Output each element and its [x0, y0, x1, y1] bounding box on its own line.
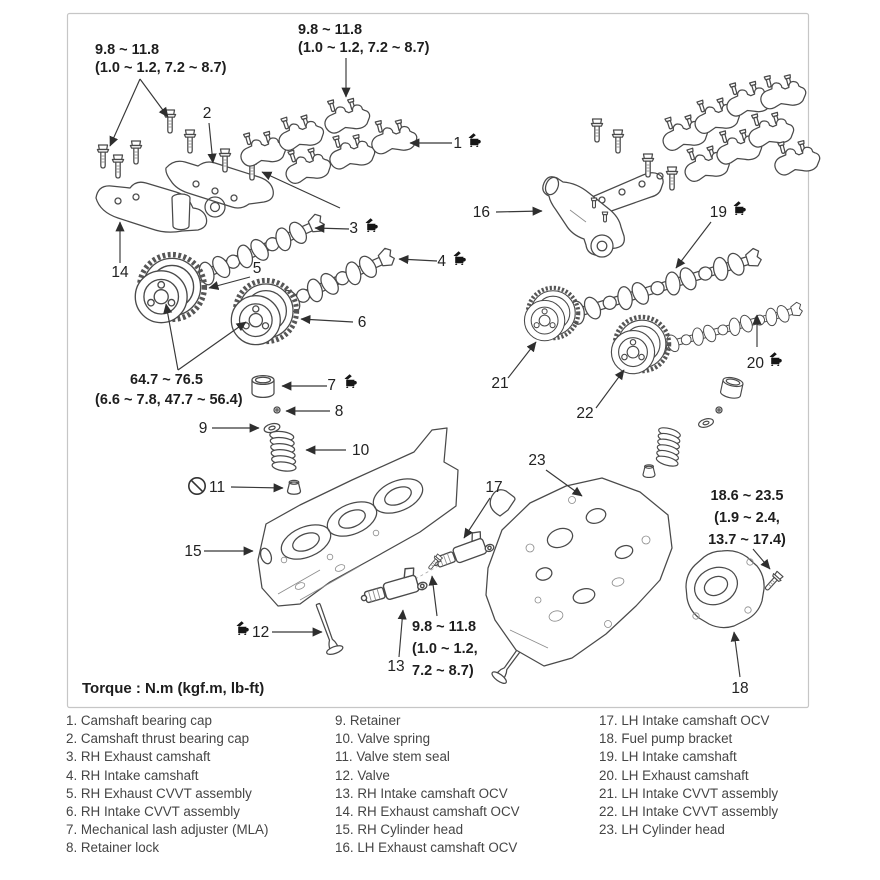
legend-column-3: 17. LH Intake camshaft OCV 18. Fuel pump … — [599, 712, 778, 839]
torque-value: (1.0 ~ 1.2, 7.2 ~ 8.7) — [298, 40, 430, 56]
part-lh-intake-cvvt-1 — [524, 288, 578, 341]
part-label-17: 17 — [485, 479, 502, 496]
legend-item: 13. RH Intake camshaft OCV — [335, 785, 508, 801]
part-lh-intake-cvvt-2 — [611, 317, 669, 374]
part-fuel-pump-bracket — [685, 550, 765, 629]
legend-item: 9. Retainer — [335, 713, 401, 728]
legend-item: 8. Retainer lock — [66, 840, 160, 856]
part-retainer-lock-lh — [715, 406, 723, 414]
part-label-9: 9 — [199, 420, 208, 437]
torque-callout-cvvt: 64.7 ~ 76.5 (6.6 ~ 7.8, 47.7 ~ 56.4) — [95, 303, 247, 408]
part-rh-exhaust-ocv-bracket — [95, 181, 226, 233]
part-lh-exhaust-camshaft-ocv — [542, 176, 625, 258]
legend-item: 23. LH Cylinder head — [599, 822, 725, 838]
legend-item: 10. Valve spring — [335, 731, 431, 747]
legend-item: 3. RH Exhaust camshaft — [66, 749, 211, 765]
part-label-8: 8 — [335, 403, 344, 420]
part-label-20: 20 — [747, 355, 765, 372]
torque-value: (1.0 ~ 1.2, — [412, 641, 478, 657]
part-label-21: 21 — [491, 375, 508, 392]
legend-item: 19. LH Intake camshaft — [599, 749, 737, 765]
part-label-18: 18 — [731, 680, 748, 697]
legend-item: 14. RH Exhaust camshaft OCV — [335, 804, 520, 820]
legend-item: 17. LH Intake camshaft OCV — [599, 713, 770, 728]
torque-value: 18.6 ~ 23.5 — [711, 488, 784, 504]
part-label-19: 19 — [710, 204, 727, 221]
part-label-1: 1 — [453, 135, 462, 152]
part-mla — [251, 374, 275, 399]
legend-column-1: 1. Camshaft bearing cap 2. Camshaft thrus… — [66, 712, 268, 858]
torque-units-note: Torque : N.m (kgf.m, lb-ft) — [82, 680, 265, 697]
part-valve-stem-seal — [286, 479, 302, 495]
part-label-2: 2 — [203, 105, 212, 122]
torque-callout-fuel-pump: 18.6 ~ 23.5 (1.9 ~ 2.4, 13.7 ~ 17.4) — [708, 488, 786, 570]
legend-item: 21. LH Intake CVVT assembly — [599, 785, 779, 801]
torque-value: 13.7 ~ 17.4) — [708, 532, 786, 548]
part-label-12: 12 — [252, 624, 269, 641]
part-label-22: 22 — [576, 405, 593, 422]
part-label-4: 4 — [437, 253, 446, 270]
legend-item: 20. LH Exhaust camshaft — [599, 767, 749, 783]
part-valve-stem-seal-lh — [642, 464, 656, 479]
legend-item: 7. Mechanical lash adjuster (MLA) — [66, 822, 269, 838]
legend-item: 18. Fuel pump bracket — [599, 731, 733, 747]
part-label-13: 13 — [387, 658, 404, 675]
torque-value: 9.8 ~ 11.8 — [412, 619, 476, 635]
legend-item: 12. Valve — [335, 767, 390, 783]
legend-item: 11. Valve stem seal — [335, 749, 450, 765]
part-label-3: 3 — [349, 220, 358, 237]
part-label-15: 15 — [184, 543, 201, 560]
part-label-11: 11 — [209, 479, 225, 496]
part-label-23: 23 — [528, 452, 545, 469]
part-camshaft-thrust-bearing-cap-rh — [165, 160, 274, 209]
part-label-10: 10 — [352, 442, 370, 459]
legend-item: 6. RH Intake CVVT assembly — [66, 804, 240, 820]
part-callouts: 1 2 3 4 5 6 14 7 8 9 10 11 15 12 — [111, 105, 782, 697]
part-lh-cylinder-head — [485, 477, 673, 667]
torque-value: (6.6 ~ 7.8, 47.7 ~ 56.4) — [95, 392, 243, 408]
legend-item: 16. LH Exhaust camshaft OCV — [335, 840, 518, 856]
torque-value: 64.7 ~ 76.5 — [130, 372, 203, 388]
torque-value: 9.8 ~ 11.8 — [95, 42, 159, 58]
legend-item: 2. Camshaft thrust bearing cap — [66, 731, 250, 747]
torque-value: (1.9 ~ 2.4, — [714, 510, 780, 526]
torque-callout-top-center: 9.8 ~ 11.8 (1.0 ~ 1.2, 7.2 ~ 8.7) — [261, 22, 430, 209]
part-label-6: 6 — [358, 314, 367, 331]
torque-value: 7.2 ~ 8.7) — [412, 663, 474, 679]
part-retainer-lock — [273, 406, 281, 414]
part-rh-cylinder-head — [257, 427, 459, 607]
legend-item: 15. RH Cylinder head — [335, 822, 464, 838]
part-label-7: 7 — [327, 377, 336, 394]
legend-item: 1. Camshaft bearing cap — [66, 713, 212, 728]
torque-value: (1.0 ~ 1.2, 7.2 ~ 8.7) — [95, 60, 227, 76]
part-label-5: 5 — [253, 260, 262, 277]
part-label-16: 16 — [473, 204, 490, 221]
torque-callout-ocv: 9.8 ~ 11.8 (1.0 ~ 1.2, 7.2 ~ 8.7) — [412, 575, 478, 679]
legend-item: 5. RH Exhaust CVVT assembly — [66, 785, 252, 801]
legend-item: 4. RH Intake camshaft — [66, 767, 199, 783]
part-label-14: 14 — [111, 264, 129, 281]
torque-value: 9.8 ~ 11.8 — [298, 22, 362, 38]
torque-callout-top-left: 9.8 ~ 11.8 (1.0 ~ 1.2, 7.2 ~ 8.7) — [95, 42, 227, 147]
legend-column-2: 9. Retainer 10. Valve spring 11. Valve ste… — [335, 712, 520, 858]
legend-item: 22. LH Intake CVVT assembly — [599, 804, 779, 820]
